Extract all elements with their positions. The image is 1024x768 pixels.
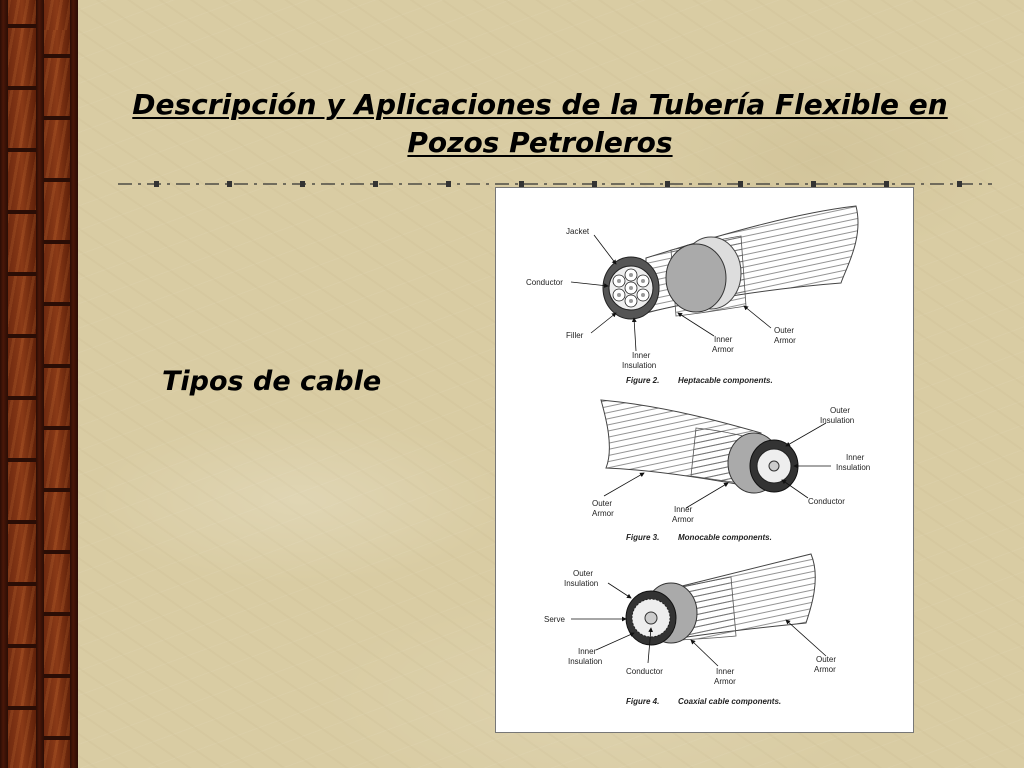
divider-dot	[665, 181, 670, 187]
label-serve: Serve	[544, 615, 565, 624]
label-inner-armor: Armor	[672, 515, 694, 524]
label-conductor: Conductor	[526, 278, 563, 287]
divider-dot	[373, 181, 378, 187]
label-outer-insulation: Insulation	[820, 416, 854, 425]
label-outer-armor: Armor	[814, 665, 836, 674]
divider-dot	[957, 181, 962, 187]
heptacable-drawing	[602, 205, 859, 320]
label-inner-armor: Inner	[714, 335, 733, 344]
label-outer-insulation: Outer	[830, 406, 850, 415]
label-outer-armor: Outer	[774, 326, 794, 335]
label-outer-armor: Outer	[592, 499, 612, 508]
label-inner-insulation: Inner	[578, 647, 597, 656]
border-rail	[70, 0, 78, 768]
label-outer-armor: Armor	[592, 509, 614, 518]
caption-figure-3-number: Figure 3.	[626, 533, 659, 542]
monocable-drawing	[600, 399, 799, 494]
caption-figure-2-text: Heptacable components.	[678, 376, 773, 385]
label-conductor: Conductor	[808, 497, 845, 506]
label-inner-armor: Armor	[712, 345, 734, 354]
divider-dot	[738, 181, 743, 187]
label-inner-insulation: Insulation	[622, 361, 656, 370]
label-outer-insulation: Insulation	[564, 579, 598, 588]
wooden-lattice-border	[0, 0, 78, 768]
caption-figure-2-number: Figure 2.	[626, 376, 659, 385]
border-rail	[36, 0, 44, 768]
slide-title: Descripción y Aplicaciones de la Tubería…	[132, 88, 948, 159]
label-outer-armor: Armor	[774, 336, 796, 345]
caption-figure-4-text: Coaxial cable components.	[678, 697, 781, 706]
slide-subtitle: Tipos de cable	[162, 366, 382, 397]
divider-dot	[519, 181, 524, 187]
label-conductor: Conductor	[626, 667, 663, 676]
border-column	[44, 0, 70, 768]
border-rail	[0, 0, 8, 768]
divider-dot	[884, 181, 889, 187]
border-column	[8, 0, 36, 768]
label-inner-insulation: Inner	[846, 453, 865, 462]
divider-dot	[227, 181, 232, 187]
cable-diagram-figure: Jacket Conductor Filler Inner Insulation…	[495, 187, 914, 733]
dash-dot-divider	[118, 181, 992, 187]
label-inner-insulation: Insulation	[836, 463, 870, 472]
label-outer-insulation: Outer	[573, 569, 593, 578]
label-filler: Filler	[566, 331, 584, 340]
label-inner-armor: Armor	[714, 677, 736, 686]
caption-figure-3-text: Monocable components.	[678, 533, 772, 542]
divider-dot	[811, 181, 816, 187]
divider-dot	[446, 181, 451, 187]
caption-figure-4-number: Figure 4.	[626, 697, 659, 706]
label-jacket: Jacket	[566, 227, 590, 236]
divider-dot	[154, 181, 159, 187]
label-inner-armor: Inner	[674, 505, 693, 514]
label-inner-insulation: Insulation	[568, 657, 602, 666]
label-inner-insulation: Inner	[632, 351, 651, 360]
divider-dot	[592, 181, 597, 187]
divider-dot	[300, 181, 305, 187]
label-inner-armor: Inner	[716, 667, 735, 676]
coaxial-cable-drawing	[625, 553, 816, 646]
label-outer-armor: Outer	[816, 655, 836, 664]
